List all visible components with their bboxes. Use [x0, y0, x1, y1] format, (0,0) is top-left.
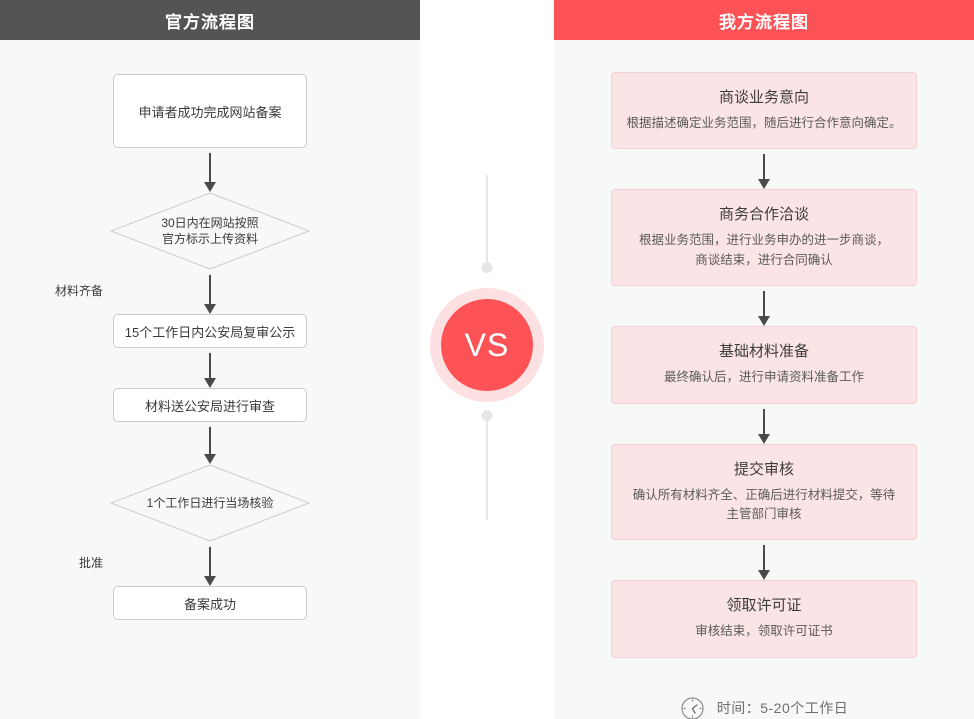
official-flow-panel: 官方流程图 申请者成功完成网站备案 30日内在网站按照 官方标示上传资料	[0, 0, 420, 719]
flow-arrow-2: 材料齐备	[55, 270, 307, 314]
flow-card-title-1: 商谈业务意向	[718, 89, 809, 106]
flow-card-5[interactable]: 领取许可证 审核结束，领取许可证书	[611, 580, 917, 658]
flow-card-title-4: 提交审核	[733, 460, 794, 478]
flow-card-2[interactable]: 商务合作洽谈 根据业务范围，进行业务申办的进一步商谈， 商谈结束，进行合同确认	[611, 189, 917, 287]
flow-card-1[interactable]: 商谈业务意向 根据描述确定业务范围，随后进行合作意向确定。	[611, 72, 917, 150]
divider-dot-bottom	[481, 410, 493, 421]
flow-arrow-3	[113, 348, 307, 388]
flow-card-title-2: 商务合作洽谈	[718, 206, 809, 224]
flow-edge-label-materials-ready: 材料齐备	[54, 283, 103, 298]
divider-line-bottom	[486, 420, 488, 520]
flow-card-title-3: 基础材料准备	[718, 343, 809, 361]
official-flow-steps: 申请者成功完成网站备案 30日内在网站按照 官方标示上传资料	[0, 40, 420, 620]
flow-card-desc-4: 确认所有材料齐全、正确后进行材料提交，等待 主管部门审核	[632, 487, 896, 521]
flow-node-box-2[interactable]: 15个工作日内公安局复审公示	[113, 314, 307, 348]
our-panel-header: 我方流程图	[554, 0, 974, 40]
processing-time-text: 时间：5-20个工作日	[716, 700, 849, 717]
flow-arrow-4	[113, 422, 307, 464]
divider-dot-top	[481, 262, 493, 273]
flow-node-label-3: 15个工作日内公安局复审公示	[124, 324, 296, 340]
flow-card-3[interactable]: 基础材料准备 最终确认后，进行申请资料准备工作	[611, 326, 917, 404]
clock-icon	[681, 697, 704, 719]
flow-node-label-6: 备案成功	[183, 596, 236, 612]
flow-arrow-1	[113, 148, 307, 192]
vs-badge: VS	[441, 299, 533, 391]
vs-divider-column: VS	[420, 0, 554, 719]
flow-node-box-4[interactable]: 备案成功	[113, 586, 307, 620]
flow-node-label-4: 材料送公安局进行审查	[144, 398, 275, 414]
our-flow-steps: 商谈业务意向 根据描述确定业务范围，随后进行合作意向确定。 商务合作洽谈 根据业…	[554, 40, 974, 719]
flow-node-label-1: 申请者成功完成网站备案	[138, 104, 282, 120]
card-arrow-4	[611, 540, 917, 581]
flow-card-desc-5: 审核结束，领取许可证书	[695, 624, 833, 639]
card-arrow-2	[611, 286, 917, 327]
flow-node-diamond-1[interactable]: 30日内在网站按照 官方标示上传资料	[110, 192, 310, 270]
flow-card-4[interactable]: 提交审核 确认所有材料齐全、正确后进行材料提交，等待 主管部门审核	[611, 443, 917, 541]
flow-node-diamond-2[interactable]: 1个工作日进行当场核验	[110, 464, 310, 542]
flow-node-box-1[interactable]: 申请者成功完成网站备案	[113, 74, 307, 148]
flow-node-box-3[interactable]: 材料送公安局进行审查	[113, 388, 307, 422]
our-panel-title: 我方流程图	[719, 12, 809, 32]
flow-edge-label-approved: 批准	[78, 555, 103, 570]
diamond-shape-icon	[110, 464, 310, 542]
flow-card-desc-3: 最终确认后，进行申请资料准备工作	[663, 370, 864, 385]
official-panel-header: 官方流程图	[0, 0, 420, 40]
flow-card-desc-2: 根据业务范围，进行业务申办的进一步商谈， 商谈结束，进行合同确认	[638, 233, 889, 267]
card-arrow-1	[611, 149, 917, 190]
flow-node-label-5: 1个工作日进行当场核验	[146, 495, 274, 510]
our-flow-panel: 我方流程图 商谈业务意向 根据描述确定业务范围，随后进行合作意向确定。 商务合作…	[554, 0, 974, 719]
diamond-shape-icon	[110, 192, 310, 270]
flow-card-desc-1: 根据描述确定业务范围，随后进行合作意向确定。	[626, 116, 902, 130]
official-panel-title: 官方流程图	[165, 12, 255, 32]
flow-card-title-5: 领取许可证	[726, 597, 802, 615]
card-arrow-3	[611, 404, 917, 444]
divider-line-top	[486, 175, 488, 267]
vs-badge-label: VS	[464, 326, 510, 363]
flow-arrow-5: 批准	[79, 542, 307, 586]
processing-time-row: 时间：5-20个工作日	[680, 696, 849, 719]
flow-node-label-2: 30日内在网站按照 官方标示上传资料	[161, 215, 259, 246]
